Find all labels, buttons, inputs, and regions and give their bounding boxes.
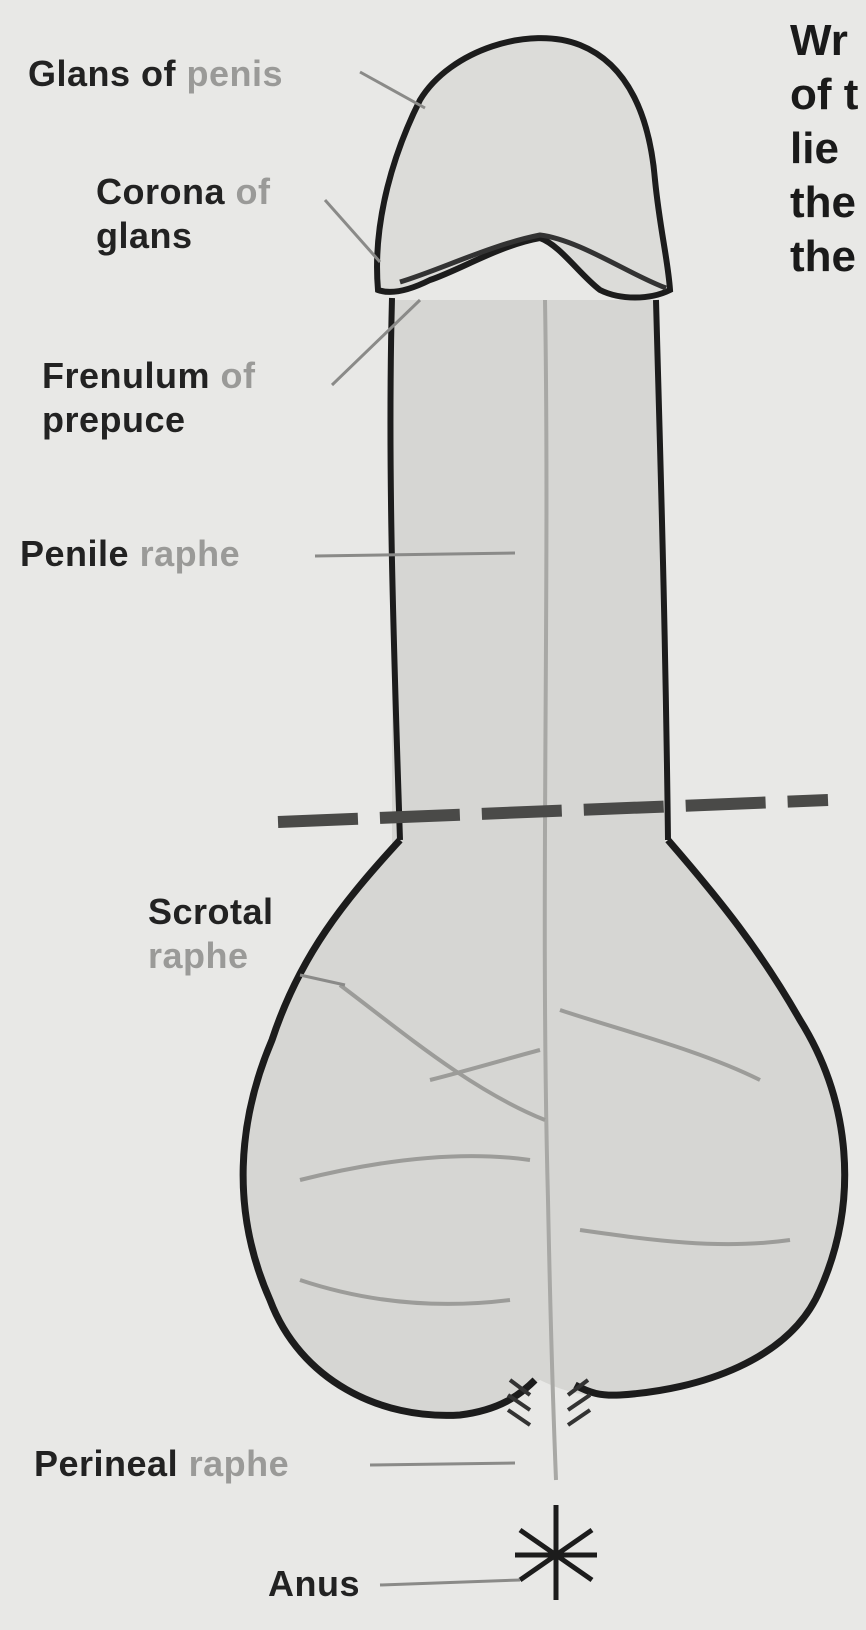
side-text-line: lie [790, 122, 858, 176]
label-corona-dark: Corona [96, 171, 225, 212]
label-corona-faint: of [236, 171, 271, 212]
label-glans-faint: penis [187, 53, 284, 94]
label-penile-faint: raphe [140, 533, 241, 574]
label-frenulum-faint: of [221, 355, 256, 396]
label-perineal-faint: raphe [189, 1443, 290, 1484]
label-frenulum-line2: prepuce [42, 399, 186, 440]
label-frenulum-dark: Frenulum [42, 355, 210, 396]
label-anus: Anus [268, 1562, 360, 1606]
label-perineal-raphe: Perineal raphe [34, 1442, 289, 1486]
label-scrotal-line1: Scrotal [148, 891, 274, 932]
side-text-line: the [790, 230, 858, 284]
label-corona-of-glans: Corona of glans [96, 170, 271, 258]
perineal-hatch [508, 1380, 590, 1425]
label-glans-of-penis: Glans of penis [28, 52, 283, 96]
label-corona-line2: glans [96, 215, 193, 256]
label-anus-text: Anus [268, 1563, 360, 1604]
side-text-block: Wr of t lie the the [790, 14, 858, 284]
label-penile-raphe: Penile raphe [20, 532, 240, 576]
label-scrotal-raphe: Scrotal raphe [148, 890, 274, 978]
anus-marker [515, 1505, 597, 1600]
label-scrotal-line2: raphe [148, 935, 249, 976]
glans [377, 38, 670, 297]
label-penile-dark: Penile [20, 533, 129, 574]
label-glans-dark: Glans of [28, 53, 176, 94]
side-text-line: the [790, 176, 858, 230]
penile-shaft [392, 300, 665, 845]
label-perineal-dark: Perineal [34, 1443, 178, 1484]
side-text-line: of t [790, 68, 858, 122]
side-text-line: Wr [790, 14, 858, 68]
label-frenulum-of-prepuce: Frenulum of prepuce [42, 354, 256, 442]
